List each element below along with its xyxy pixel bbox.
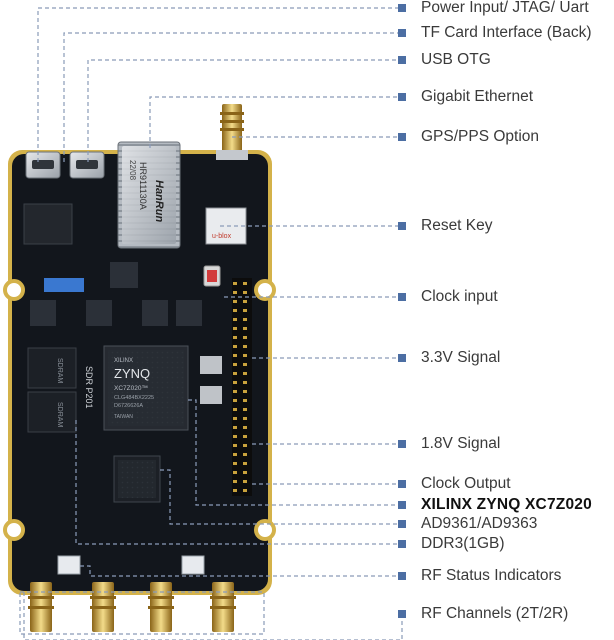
- ddr-label-2: SDRAM: [56, 402, 63, 427]
- gps-module: u-blox: [205, 207, 247, 245]
- zynq-code-1: CLG484BX2225: [114, 395, 154, 401]
- leader-marker: [398, 29, 406, 37]
- leader-line: [188, 399, 402, 506]
- leader-line: [63, 32, 402, 162]
- ethernet-code: 22/08: [128, 160, 137, 181]
- leader-marker: [398, 520, 406, 528]
- leader-marker: [398, 4, 406, 12]
- leader-marker: [398, 354, 406, 362]
- gps-sma-connector: [216, 104, 248, 160]
- callout-label: Gigabit Ethernet: [421, 88, 534, 105]
- callout-label: 3.3V Signal: [421, 349, 501, 366]
- leader-marker: [398, 93, 406, 101]
- leader-marker: [398, 610, 406, 618]
- ethernet-brand: HanRun: [153, 180, 165, 222]
- callout-label: XILINX ZYNQ XC7Z020: [421, 496, 592, 513]
- leader-line: [23, 592, 403, 640]
- zynq-brand: XILINX: [114, 358, 133, 364]
- leader-marker: [398, 572, 406, 580]
- usb-connectors: [25, 151, 105, 179]
- zynq-name: ZYNQ: [114, 366, 150, 381]
- ethernet-jack: 22/08 HR911130A HanRun: [117, 141, 181, 249]
- callout-label: AD9361/AD9363: [421, 515, 538, 532]
- zynq-code-2: D6726626A: [114, 403, 143, 409]
- ddr-label-1: SDRAM: [56, 358, 63, 383]
- leader-line: [160, 469, 402, 525]
- blue-header: [44, 278, 84, 292]
- leader-marker: [398, 222, 406, 230]
- leader-lines: [19, 4, 406, 640]
- mounting-holes: [3, 279, 276, 541]
- callout-label: RF Channels (2T/2R): [421, 605, 569, 622]
- callout-label: GPS/PPS Option: [421, 128, 540, 145]
- callout-label: Clock input: [421, 288, 498, 305]
- callout-label: USB OTG: [421, 51, 491, 68]
- leader-marker: [398, 501, 406, 509]
- callout-label: 1.8V Signal: [421, 435, 501, 452]
- leader-line: [37, 7, 402, 162]
- rf-channels-bracket: [19, 591, 265, 635]
- leader-line: [87, 59, 402, 162]
- zynq-part: XC7Z020™: [114, 385, 148, 392]
- rf-sma-connectors: [28, 582, 236, 632]
- callout-label: Reset Key: [421, 217, 493, 234]
- leader-line: [149, 96, 402, 148]
- zynq-chip: XILINX ZYNQ XC7Z020™ CLG484BX2225 D67266…: [103, 345, 189, 431]
- leader-marker: [398, 480, 406, 488]
- ethernet-part: HR911130A: [138, 162, 148, 210]
- leader-line: [80, 565, 402, 577]
- callout-label: DDR3(1GB): [421, 535, 505, 552]
- zynq-code-3: TAIWAN: [114, 414, 133, 420]
- board-name: SDR P201: [84, 366, 94, 409]
- usb-chip: [23, 203, 73, 245]
- gps-brand: u-blox: [212, 233, 232, 240]
- ddr-chips: SDRAM SDRAM: [27, 347, 77, 433]
- callout-label: TF Card Interface (Back): [421, 24, 592, 41]
- leader-marker: [398, 440, 406, 448]
- rf-status-leds: [57, 555, 205, 575]
- leader-marker: [398, 540, 406, 548]
- leader-marker: [398, 56, 406, 64]
- callout-label: RF Status Indicators: [421, 567, 562, 584]
- leader-marker: [398, 133, 406, 141]
- small-components: [30, 262, 222, 404]
- leader-marker: [398, 293, 406, 301]
- callout-label: Power Input/ JTAG/ Uart: [421, 0, 589, 16]
- pin-header: [232, 278, 252, 496]
- callout-label: Clock Output: [421, 475, 511, 492]
